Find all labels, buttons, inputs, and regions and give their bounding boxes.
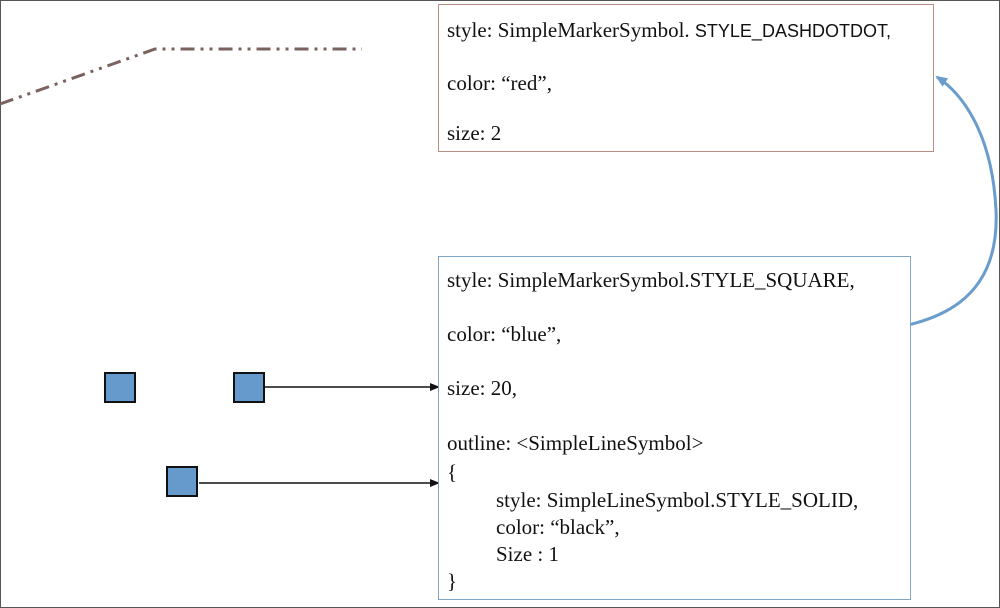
outline-size-line: Size : 1 bbox=[496, 542, 559, 566]
marker-color-line: color: “red”, bbox=[447, 71, 552, 95]
outline-brace-open: { bbox=[447, 460, 458, 484]
marker-style-prefix: style: SimpleMarkerSymbol. bbox=[447, 18, 695, 42]
blue-square-marker-with-outline-pointer bbox=[166, 466, 198, 497]
square-size-line: size: 20, bbox=[447, 376, 517, 400]
square-style-line: style: SimpleMarkerSymbol.STYLE_SQUARE, bbox=[447, 268, 855, 292]
outline-brace-close: } bbox=[447, 569, 458, 593]
dash-dot-dot-line bbox=[0, 47, 362, 106]
square-color-line: color: “blue”, bbox=[447, 322, 562, 346]
square-symbol-box: style: SimpleMarkerSymbol.STYLE_SQUARE, … bbox=[438, 256, 911, 600]
blue-square-marker bbox=[104, 372, 136, 403]
outline-color-line: color: “black”, bbox=[496, 515, 620, 539]
marker-size-line: size: 2 bbox=[447, 121, 502, 145]
outline-style-line: style: SimpleLineSymbol.STYLE_SOLID, bbox=[496, 488, 859, 512]
blue-square-marker-with-size-pointer bbox=[233, 372, 265, 403]
square-outline-line: outline: <SimpleLineSymbol> bbox=[447, 431, 704, 455]
marker-style-value: STYLE_DASHDOTDOT, bbox=[694, 21, 891, 41]
marker-style-line: style: SimpleMarkerSymbol. STYLE_DASHDOT… bbox=[447, 20, 891, 41]
marker-symbol-box: style: SimpleMarkerSymbol. STYLE_DASHDOT… bbox=[438, 4, 934, 152]
